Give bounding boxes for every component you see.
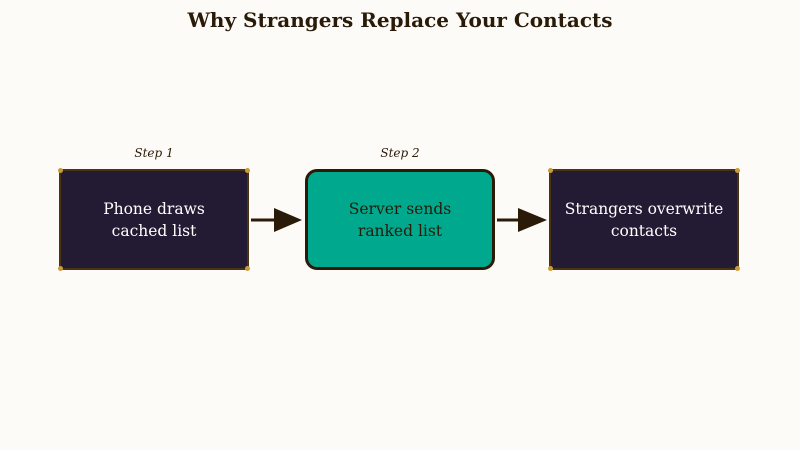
diagram-title: Why Strangers Replace Your Contacts — [187, 8, 613, 32]
step-1-label: Step 1 — [134, 146, 174, 160]
corner-dot — [548, 266, 553, 271]
step-3-box: Strangers overwrite contacts — [548, 168, 740, 271]
step-1-text: Phone draws cached list — [103, 199, 205, 240]
corner-dot — [735, 168, 740, 173]
corner-dot — [735, 266, 740, 271]
corner-dot — [245, 168, 250, 173]
corner-dot — [548, 168, 553, 173]
arrow-step2-to-step3 — [497, 208, 547, 232]
corner-dot — [58, 168, 63, 173]
step-2-text: Server sends ranked list — [348, 199, 452, 240]
arrow-step1-to-step2 — [251, 208, 302, 232]
step-1-box: Phone draws cached list — [58, 168, 250, 271]
step-2-label: Step 2 — [380, 146, 420, 160]
step-2-box: Server sends ranked list — [305, 169, 495, 270]
corner-dot — [58, 266, 63, 271]
corner-dot — [245, 266, 250, 271]
step-3-text: Strangers overwrite contacts — [564, 199, 724, 240]
